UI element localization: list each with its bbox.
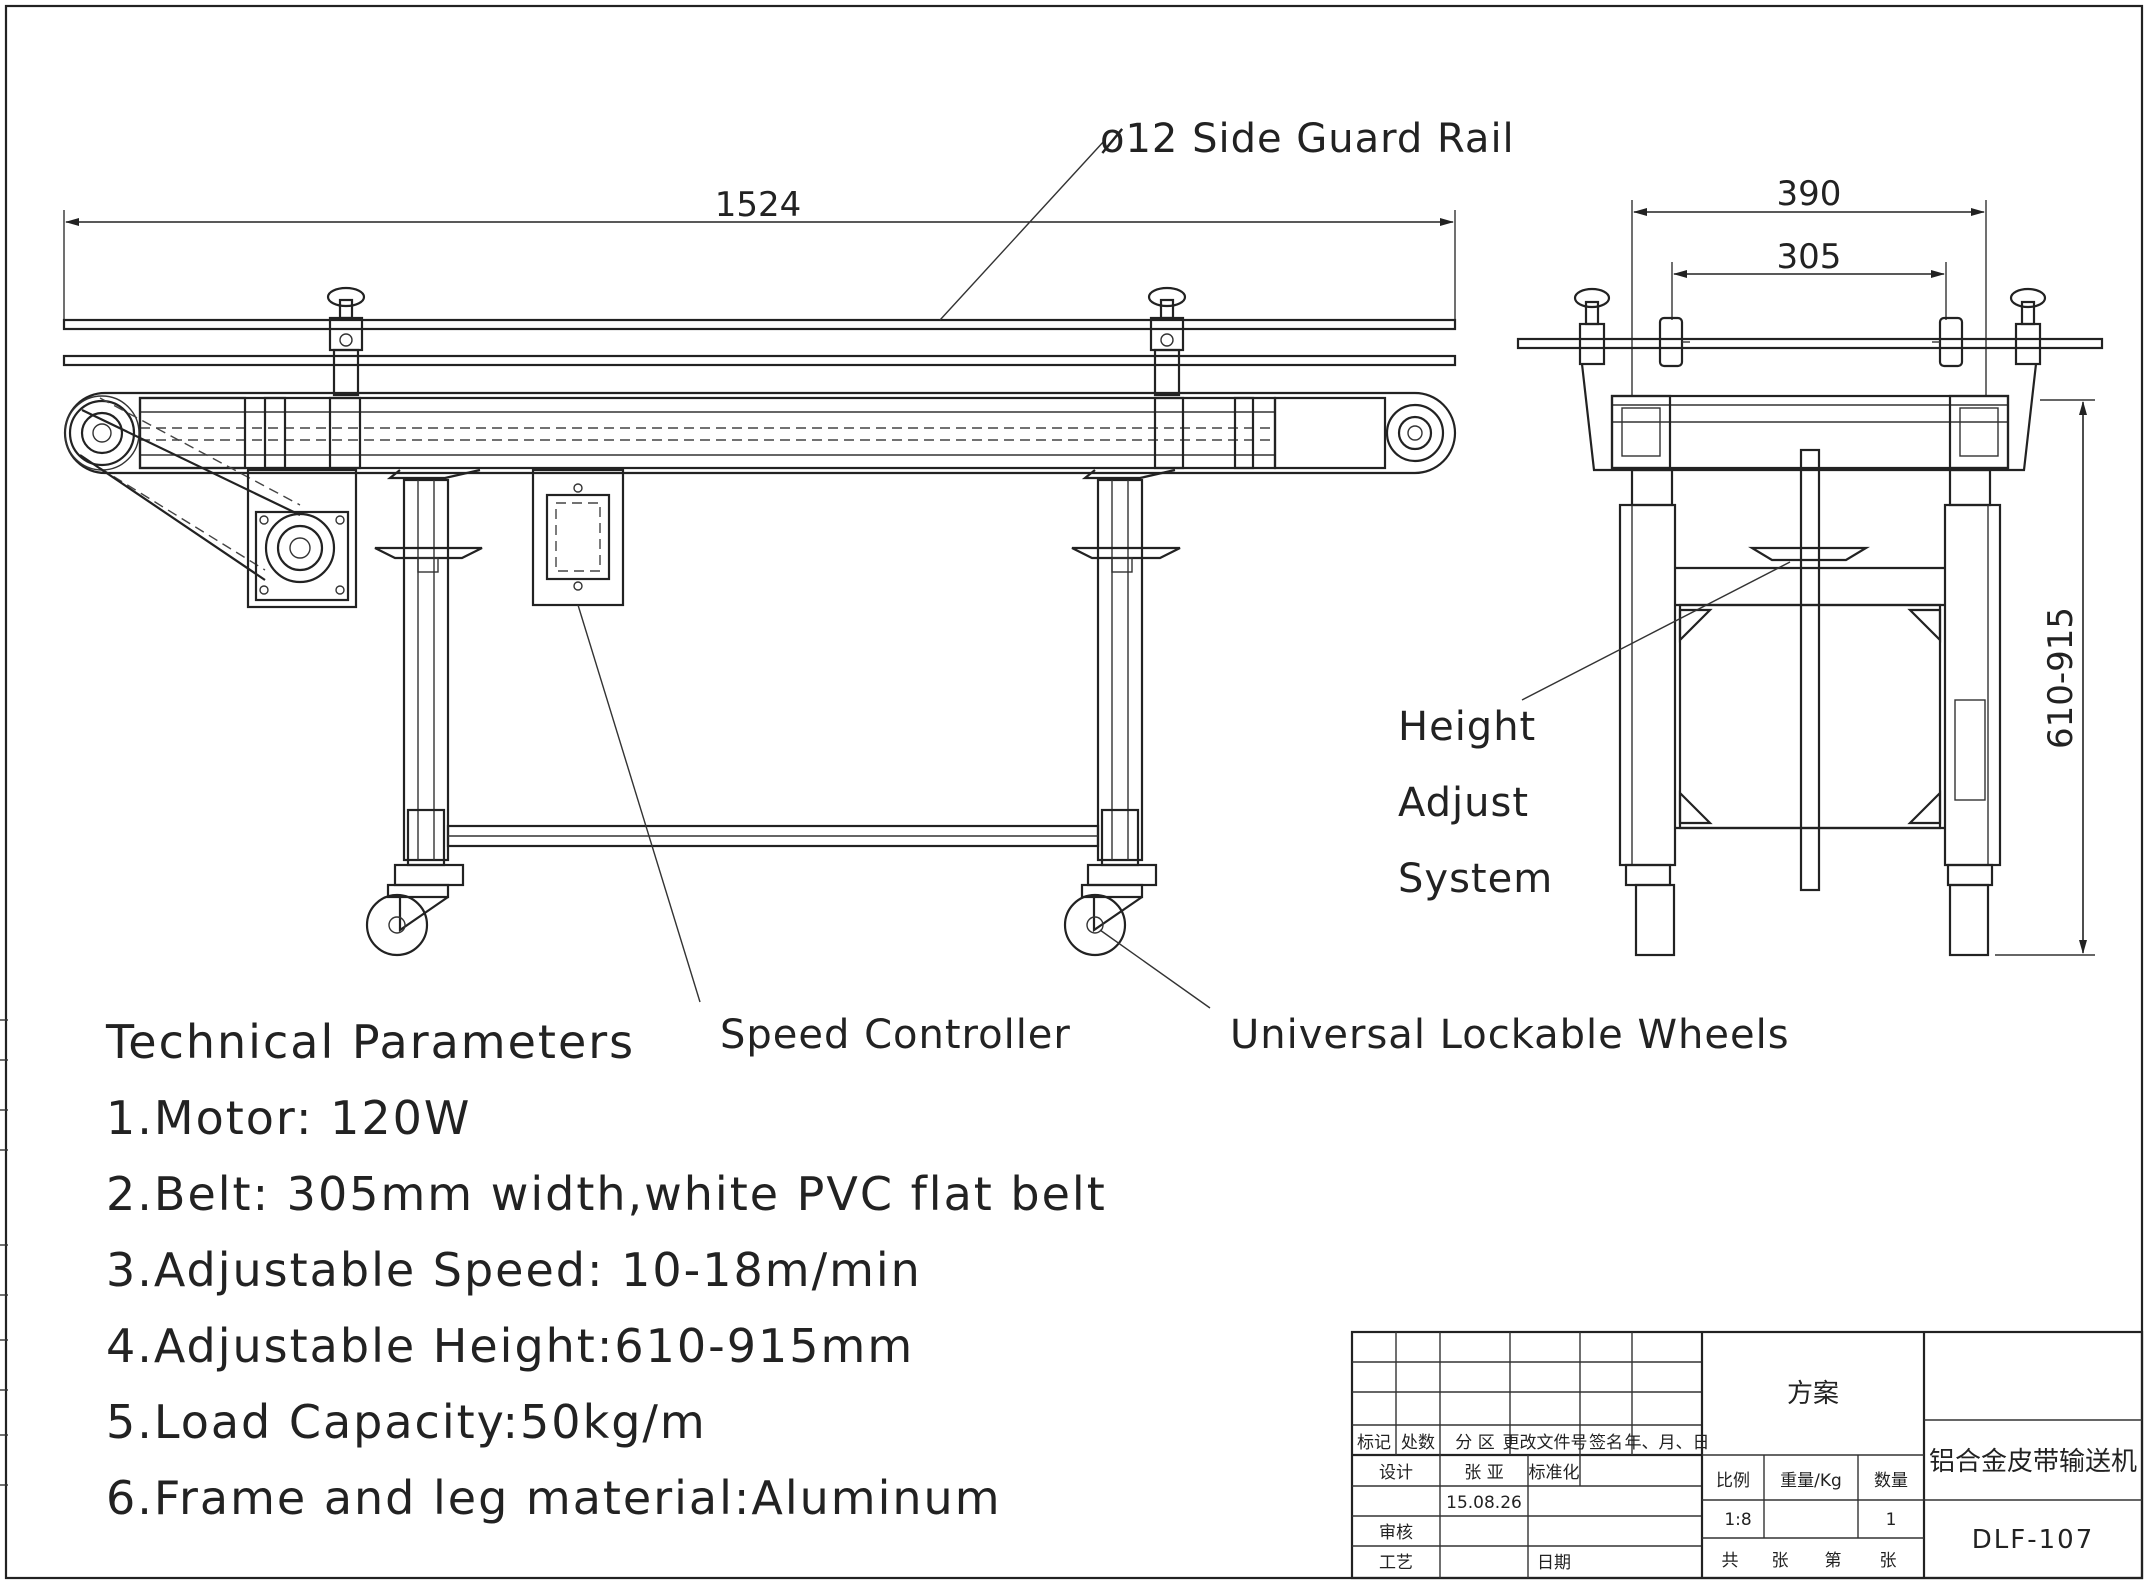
sheet-total-label: 共 xyxy=(1722,1551,1739,1571)
height-dimension-text: 610-915 xyxy=(2041,607,2081,749)
height-adjust-label-1: Height xyxy=(1398,704,1536,750)
technical-parameters: Technical Parameters 1.Motor: 120W 2.Bel… xyxy=(105,1015,1107,1525)
guard-rail-clamp-left xyxy=(326,286,366,397)
parameter-load: 5.Load Capacity:50kg/m xyxy=(106,1395,707,1449)
design-label: 设计 xyxy=(1379,1463,1413,1483)
height-adjust-label-3: System xyxy=(1398,856,1553,902)
width-dimension-outer: 390 xyxy=(1631,174,1987,395)
side-guard-rail xyxy=(62,318,1457,367)
parameter-speed: 3.Adjustable Speed: 10-18m/min xyxy=(106,1243,922,1297)
front-view: 1524 xyxy=(62,185,1457,957)
side-legs xyxy=(1618,448,2002,957)
front-leg-right xyxy=(1063,468,1181,957)
drive-sprocket xyxy=(64,395,140,471)
width-dimension-belt: 305 xyxy=(1671,237,1947,320)
wheels-label: Universal Lockable Wheels xyxy=(1230,1012,1790,1058)
header-sign: 签名 xyxy=(1589,1433,1623,1453)
leg-cross-bar xyxy=(446,824,1100,848)
parameter-material: 6.Frame and leg material:Aluminum xyxy=(106,1471,1002,1525)
scale-value: 1:8 xyxy=(1724,1510,1751,1530)
drawing-number: DLF-107 xyxy=(1972,1525,2094,1555)
drive-motor xyxy=(246,468,358,609)
width-dimension-belt-text: 305 xyxy=(1777,237,1842,277)
designer-name: 张 亚 xyxy=(1464,1463,1503,1483)
side-frame-top xyxy=(1580,363,2038,472)
margin-ticks xyxy=(0,1019,8,1486)
guard-rail-clamp-right xyxy=(1147,286,1187,397)
parameters-title: Technical Parameters xyxy=(105,1015,635,1069)
title-block: 方案 标记 处数 分 区 更改文件号 签名 年、月、日 设计 张 亚 标准化 1… xyxy=(1350,1330,2144,1580)
length-dimension-text: 1524 xyxy=(715,185,802,225)
speed-controller-label: Speed Controller xyxy=(720,1012,1071,1058)
guard-rail-label: ø12 Side Guard Rail xyxy=(1100,116,1515,162)
front-leg-left xyxy=(365,468,483,957)
qty-value: 1 xyxy=(1886,1510,1897,1530)
product-name: 铝合金皮带输送机 xyxy=(1929,1447,2137,1477)
height-dimension: 610-915 xyxy=(1995,399,2095,956)
header-date: 年、月、日 xyxy=(1625,1433,1710,1453)
parameter-belt: 2.Belt: 305mm width,white PVC flat belt xyxy=(106,1167,1107,1221)
width-dimension-outer-text: 390 xyxy=(1777,174,1842,214)
header-count: 处数 xyxy=(1401,1433,1435,1453)
weight-label: 重量/Kg xyxy=(1780,1471,1842,1491)
parameter-motor: 1.Motor: 120W xyxy=(106,1091,471,1145)
process-label: 工艺 xyxy=(1379,1553,1413,1573)
parameter-height: 4.Adjustable Height:610-915mm xyxy=(106,1319,914,1373)
sheet-index-label: 第 xyxy=(1825,1551,1842,1571)
scheme-label: 方案 xyxy=(1787,1379,1839,1409)
speed-controller-box xyxy=(531,468,625,607)
drive-chain xyxy=(79,397,301,581)
sheet-unit-label-2: 张 xyxy=(1880,1551,1897,1571)
header-zone: 分 区 xyxy=(1455,1433,1494,1453)
tail-pulley xyxy=(1385,403,1445,463)
review-label: 审核 xyxy=(1379,1523,1413,1543)
side-view: 390 305 xyxy=(1516,174,2104,957)
design-date: 15.08.26 xyxy=(1446,1493,1522,1513)
height-adjust-label-2: Adjust xyxy=(1398,780,1529,826)
date-label: 日期 xyxy=(1537,1553,1571,1573)
length-dimension: 1524 xyxy=(63,185,1456,325)
standardize-label: 标准化 xyxy=(1529,1463,1580,1483)
conveyor-frame xyxy=(63,391,1457,475)
sheet-unit-label-1: 张 xyxy=(1772,1551,1789,1571)
callouts: ø12 Side Guard Rail Speed Controller Uni… xyxy=(577,116,1791,1058)
header-change-doc: 更改文件号 xyxy=(1503,1433,1588,1453)
side-guard-rail-bar xyxy=(1516,287,2104,368)
qty-label: 数量 xyxy=(1874,1471,1908,1491)
sheet-border xyxy=(4,4,2144,1580)
header-mark: 标记 xyxy=(1357,1433,1391,1453)
scale-label: 比例 xyxy=(1716,1471,1750,1491)
